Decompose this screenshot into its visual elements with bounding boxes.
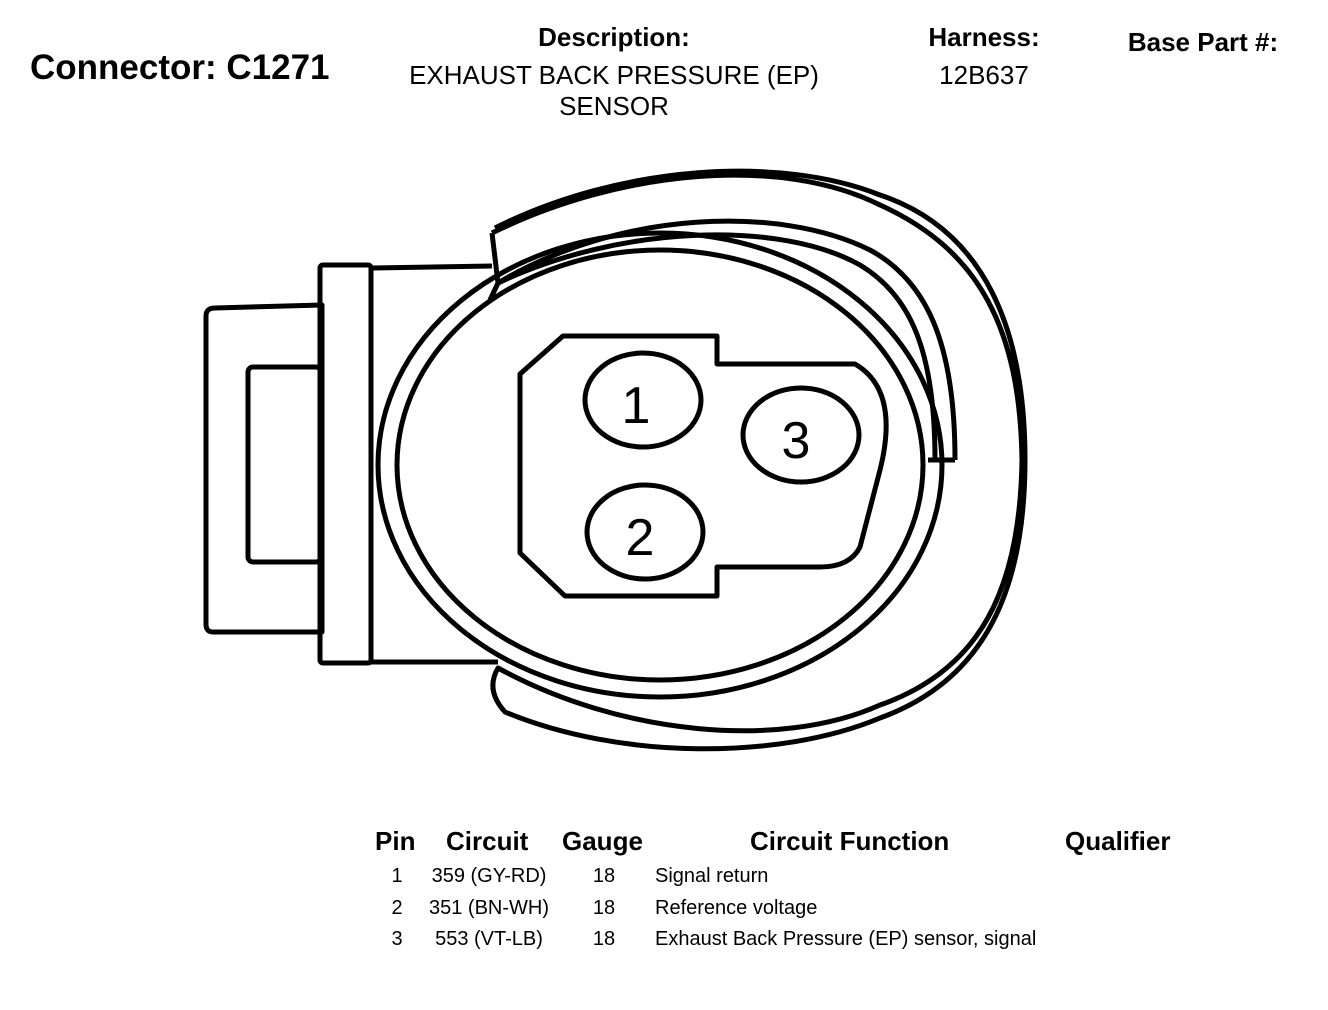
description-line-2: SENSOR <box>559 91 669 121</box>
pin-3-socket <box>740 385 862 485</box>
latch-block <box>317 262 374 666</box>
base-part-label: Base Part #: <box>1127 27 1279 57</box>
pin-2-socket <box>584 482 706 582</box>
connector-title: Connector: C1271 <box>30 48 330 87</box>
pin-3-label: 3 <box>782 412 811 470</box>
lock-tab-slot <box>245 364 324 565</box>
lock-tab <box>203 302 325 635</box>
description-value: EXHAUST BACK PRESSURE (EP) SENSOR <box>409 60 819 122</box>
connector-face <box>394 247 926 683</box>
harness-label: Harness: <box>928 22 1040 52</box>
pin-1-label: 1 <box>622 377 651 435</box>
description-label: Description: <box>538 22 690 52</box>
description-line-1: EXHAUST BACK PRESSURE (EP) <box>409 60 819 90</box>
pin-cavity <box>517 333 889 599</box>
pin-2-label: 2 <box>626 509 655 567</box>
pin-1-socket <box>582 350 704 450</box>
harness-value: 12B637 <box>939 60 1029 90</box>
